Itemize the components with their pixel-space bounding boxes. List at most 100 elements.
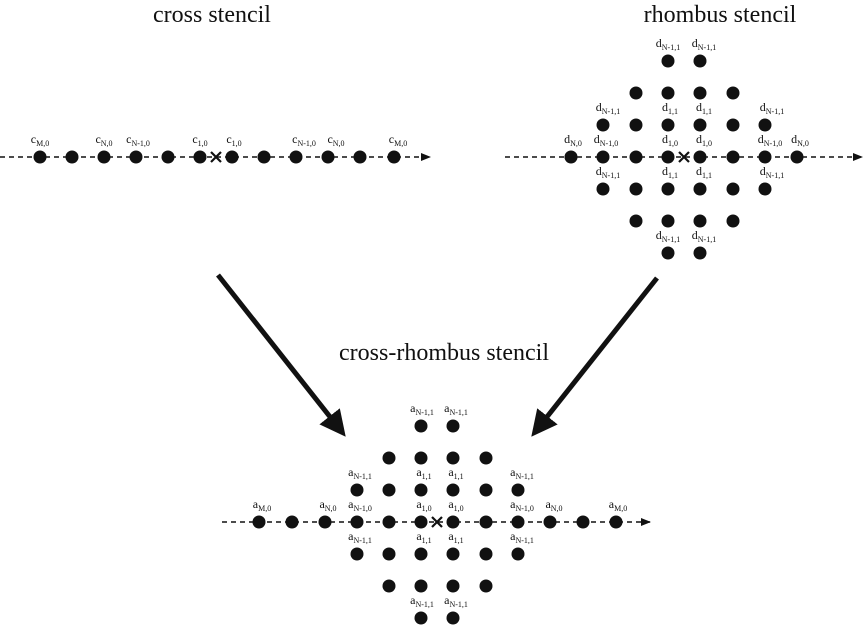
- point-label: aN-1,1: [410, 593, 434, 609]
- point-label-subscript: N-1,1: [415, 408, 433, 417]
- point-label: aN,0: [545, 497, 562, 513]
- stencil-point: [350, 483, 364, 497]
- point-label-subscript: N-1,1: [602, 171, 620, 180]
- point-label-base: a: [416, 465, 422, 479]
- stencil-point: [257, 150, 271, 164]
- point-label: aN-1,1: [510, 465, 534, 481]
- point-label: d1,1: [662, 100, 678, 116]
- point-label-subscript: N-1,1: [353, 536, 371, 545]
- point-label-base: d: [596, 164, 602, 178]
- stencil-point: [479, 547, 493, 561]
- point-label-base: d: [596, 100, 602, 114]
- point-label-base: a: [416, 497, 422, 511]
- stencil-point: [446, 483, 460, 497]
- stencil-point: [661, 246, 675, 260]
- point-label-base: d: [696, 100, 702, 114]
- point-label-subscript: N,0: [101, 139, 113, 148]
- point-label-subscript: N-1,0: [764, 139, 782, 148]
- point-label-subscript: N,0: [570, 139, 582, 148]
- stencil-point: [726, 214, 740, 228]
- stencil-point: [596, 182, 610, 196]
- stencil-point: [511, 483, 525, 497]
- stencil-point: [726, 150, 740, 164]
- stencil-point: [65, 150, 79, 164]
- point-label-base: c: [226, 132, 231, 146]
- point-label-subscript: N-1,1: [515, 536, 533, 545]
- point-label-base: a: [253, 497, 259, 511]
- stencil-point: [285, 515, 299, 529]
- arrow-cross-to-combined: [216, 273, 346, 437]
- stencil-point: [661, 118, 675, 132]
- stencil-point: [414, 515, 428, 529]
- stencil-point: [479, 515, 493, 529]
- point-label-subscript: 1,0: [232, 139, 242, 148]
- stencil-point: [446, 547, 460, 561]
- stencil-point: [446, 419, 460, 433]
- point-label-subscript: M,0: [36, 139, 49, 148]
- arrow-rhombus-to-combined: [531, 276, 659, 437]
- point-label-subscript: N-1,1: [766, 107, 784, 116]
- point-label: dN-1,1: [656, 228, 680, 244]
- point-label: d1,0: [662, 132, 678, 148]
- point-label: aM,0: [609, 497, 627, 513]
- point-label-base: a: [448, 529, 454, 543]
- stencil-point: [414, 451, 428, 465]
- rhombus-stencil-title: rhombus stencil: [644, 2, 797, 28]
- point-label-base: d: [760, 100, 766, 114]
- stencil-point: [382, 451, 396, 465]
- stencil-point: [693, 150, 707, 164]
- point-label-base: d: [656, 228, 662, 242]
- point-label-base: a: [448, 465, 454, 479]
- point-label-base: d: [758, 132, 764, 146]
- center-cross-mark: [210, 151, 222, 163]
- point-label: dN-1,1: [596, 164, 620, 180]
- point-label: cM,0: [389, 132, 407, 148]
- stencil-point: [97, 150, 111, 164]
- point-label: c1,0: [226, 132, 241, 148]
- point-label-subscript: 1,1: [702, 171, 712, 180]
- point-label: aN-1,1: [410, 401, 434, 417]
- point-label-base: d: [656, 36, 662, 50]
- stencil-point: [693, 118, 707, 132]
- point-label: dN-1,1: [656, 36, 680, 52]
- point-label-base: a: [510, 529, 516, 543]
- point-label: aN-1,1: [348, 465, 372, 481]
- point-label-subscript: M,0: [394, 139, 407, 148]
- point-label: a1,1: [448, 465, 463, 481]
- point-label-base: a: [410, 401, 416, 415]
- point-label-subscript: N-1,0: [131, 139, 149, 148]
- stencil-point: [576, 515, 590, 529]
- point-label-subscript: 1,0: [422, 504, 432, 513]
- point-label-subscript: N-1,0: [515, 504, 533, 513]
- point-label: aN-1,1: [444, 401, 468, 417]
- point-label: aN,0: [319, 497, 336, 513]
- stencil-point: [693, 86, 707, 100]
- point-label-subscript: N-1,1: [698, 235, 716, 244]
- point-label-base: d: [692, 36, 698, 50]
- point-label-base: d: [696, 164, 702, 178]
- stencil-point: [382, 483, 396, 497]
- stencil-point: [387, 150, 401, 164]
- point-label: a1,1: [448, 529, 463, 545]
- point-label-base: a: [348, 497, 354, 511]
- stencil-point: [479, 579, 493, 593]
- point-label-subscript: N,0: [333, 139, 345, 148]
- stencil-point: [33, 150, 47, 164]
- point-label-subscript: 1,0: [702, 139, 712, 148]
- point-label: cN,0: [95, 132, 112, 148]
- point-label-subscript: N,0: [325, 504, 337, 513]
- stencil-point: [661, 86, 675, 100]
- stencil-point: [289, 150, 303, 164]
- stencil-point: [543, 515, 557, 529]
- point-label-subscript: N-1,1: [698, 43, 716, 52]
- point-label: dN-1,0: [758, 132, 782, 148]
- point-label-base: a: [319, 497, 325, 511]
- stencil-point: [446, 515, 460, 529]
- point-label-base: d: [662, 132, 668, 146]
- stencil-point: [596, 150, 610, 164]
- point-label-base: d: [760, 164, 766, 178]
- point-label-base: c: [192, 132, 197, 146]
- point-label-subscript: N-1,1: [766, 171, 784, 180]
